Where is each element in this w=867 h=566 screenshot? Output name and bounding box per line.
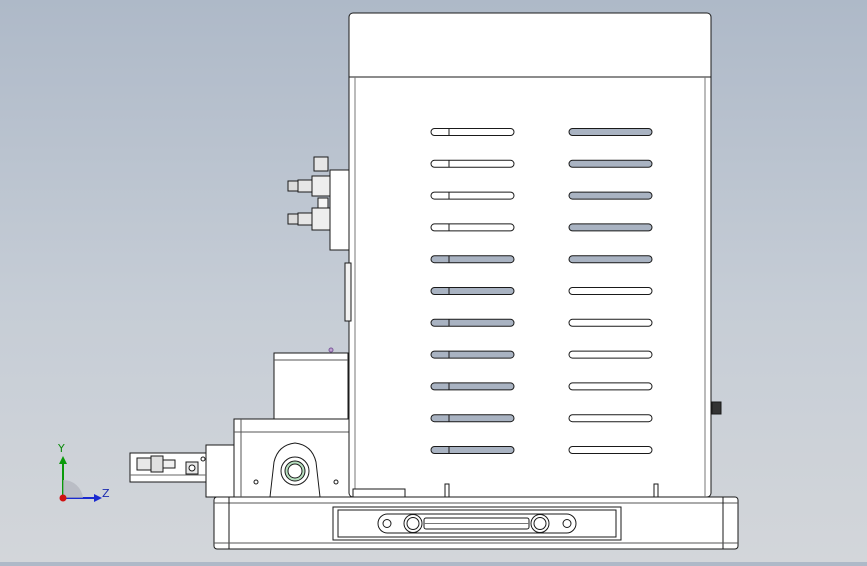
vent-slot: [430, 350, 515, 359]
pneumatic-fitting-icon: [287, 156, 331, 231]
vent-slot: [430, 159, 515, 168]
axis-triad-icon: [59, 456, 102, 502]
vent-slot: [568, 382, 653, 391]
vent-slot: [430, 255, 515, 264]
vent-slot: [430, 128, 515, 136]
valve-block: [329, 169, 350, 251]
vent-slot: [430, 414, 515, 423]
handle-icon: [377, 513, 577, 534]
axis-z-label: Z: [102, 487, 110, 500]
vent-slot: [430, 446, 515, 454]
vent-slot: [430, 191, 515, 200]
motor-block: [273, 352, 349, 420]
vent-slot: [568, 414, 653, 423]
vent-slot: [568, 350, 653, 359]
vent-slot: [568, 318, 653, 327]
vent-slot: [430, 287, 515, 295]
axis-y-label: Y: [58, 442, 65, 455]
vent-slot: [568, 446, 653, 454]
vent-slot: [430, 318, 515, 327]
vent-slot: [568, 191, 653, 200]
vent-slot: [568, 223, 653, 232]
side-knob: [711, 401, 722, 415]
vent-slot: [430, 223, 515, 232]
vent-slot: [430, 382, 515, 391]
main-cabinet: [348, 12, 712, 498]
vent-slot-grid: [430, 128, 653, 454]
vent-slot: [568, 159, 653, 168]
bearing-boss-icon: [269, 442, 321, 498]
pneumatic-fitting-icon: [136, 455, 199, 475]
vent-slot: [568, 255, 653, 264]
vent-slot: [568, 128, 653, 136]
vent-slot: [568, 287, 653, 295]
